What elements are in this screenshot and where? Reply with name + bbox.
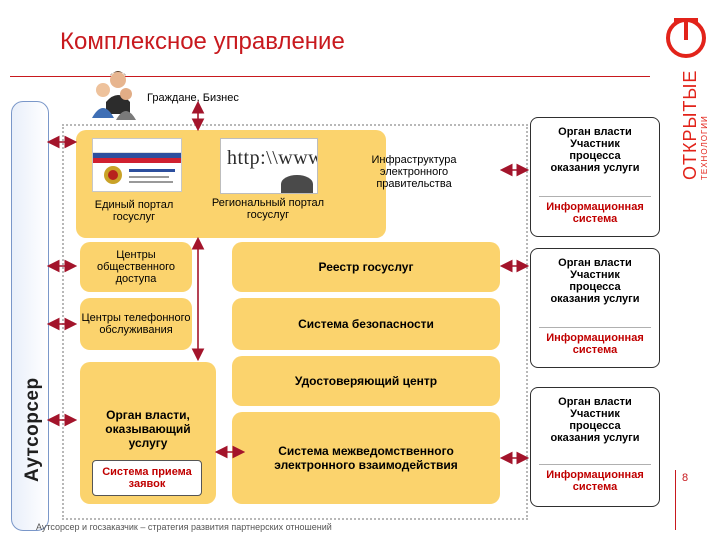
public-access-label: Центры общественного доступа xyxy=(97,249,175,285)
footer-text: Аутсорсер и госзаказчик – стратегия разв… xyxy=(36,522,332,532)
registry-label: Реестр госуслуг xyxy=(318,260,414,274)
title-divider xyxy=(10,76,650,77)
phone-service-centers: Центры телефонного обслуживания xyxy=(80,298,192,350)
participant-authority-1: Орган власти Участник процесса оказания … xyxy=(530,117,660,237)
participant-system-1: Информационная система xyxy=(539,196,651,225)
participant-authority-3: Орган власти Участник процесса оказания … xyxy=(530,387,660,507)
http-text: http:\\www xyxy=(227,147,318,169)
service-authority: Орган власти, оказывающий услугу Система… xyxy=(80,362,216,504)
interagency-system: Система межведомственного электронного в… xyxy=(232,412,500,504)
participant-system-3: Информационная система xyxy=(539,464,651,493)
regional-portal-label: Региональный портал госуслуг xyxy=(211,197,325,221)
brand-logo: ОТКРЫТЫЕ ТЕХНОЛОГИИ xyxy=(662,14,712,184)
service-registry: Реестр госуслуг xyxy=(232,242,500,292)
participant-authority-2: Орган власти Участник процесса оказания … xyxy=(530,248,660,368)
people-icon xyxy=(92,71,136,120)
security-label: Система безопасности xyxy=(298,317,434,331)
page-number: 8 xyxy=(682,472,689,484)
brand-mark-icon xyxy=(666,18,706,58)
participant-label-3: Орган власти Участник процесса оказания … xyxy=(550,396,640,444)
participant-label-2: Орган власти Участник процесса оказания … xyxy=(550,257,640,305)
certification-center: Удостоверяющий центр xyxy=(232,356,500,406)
infrastructure-label: Инфраструктура электронного правительств… xyxy=(371,154,457,190)
page-number-divider xyxy=(675,470,676,530)
cursor-hand-icon xyxy=(281,175,313,193)
outsourcer-panel: Аутсорсер xyxy=(11,101,49,531)
authority-label: Орган власти, оказывающий услугу xyxy=(105,408,191,450)
phone-service-label: Центры телефонного обслуживания xyxy=(81,312,191,336)
interagency-label: Система межведомственного электронного в… xyxy=(274,444,458,472)
unified-portal-label: Единый портал госуслуг xyxy=(94,199,174,223)
citizens-label: Граждане, Бизнес xyxy=(147,92,239,104)
security-system: Система безопасности xyxy=(232,298,500,350)
emblem-icon xyxy=(104,166,122,184)
regional-portal-image: http:\\www xyxy=(220,138,318,194)
participant-label-1: Орган власти Участник процесса оказания … xyxy=(550,126,640,174)
public-access-centers: Центры общественного доступа xyxy=(80,242,192,292)
page-title: Комплексное управление xyxy=(60,28,345,55)
application-intake-system: Система приема заявок xyxy=(92,460,202,496)
unified-portal-image xyxy=(92,138,182,192)
participant-system-2: Информационная система xyxy=(539,327,651,356)
certification-label: Удостоверяющий центр xyxy=(294,374,438,388)
